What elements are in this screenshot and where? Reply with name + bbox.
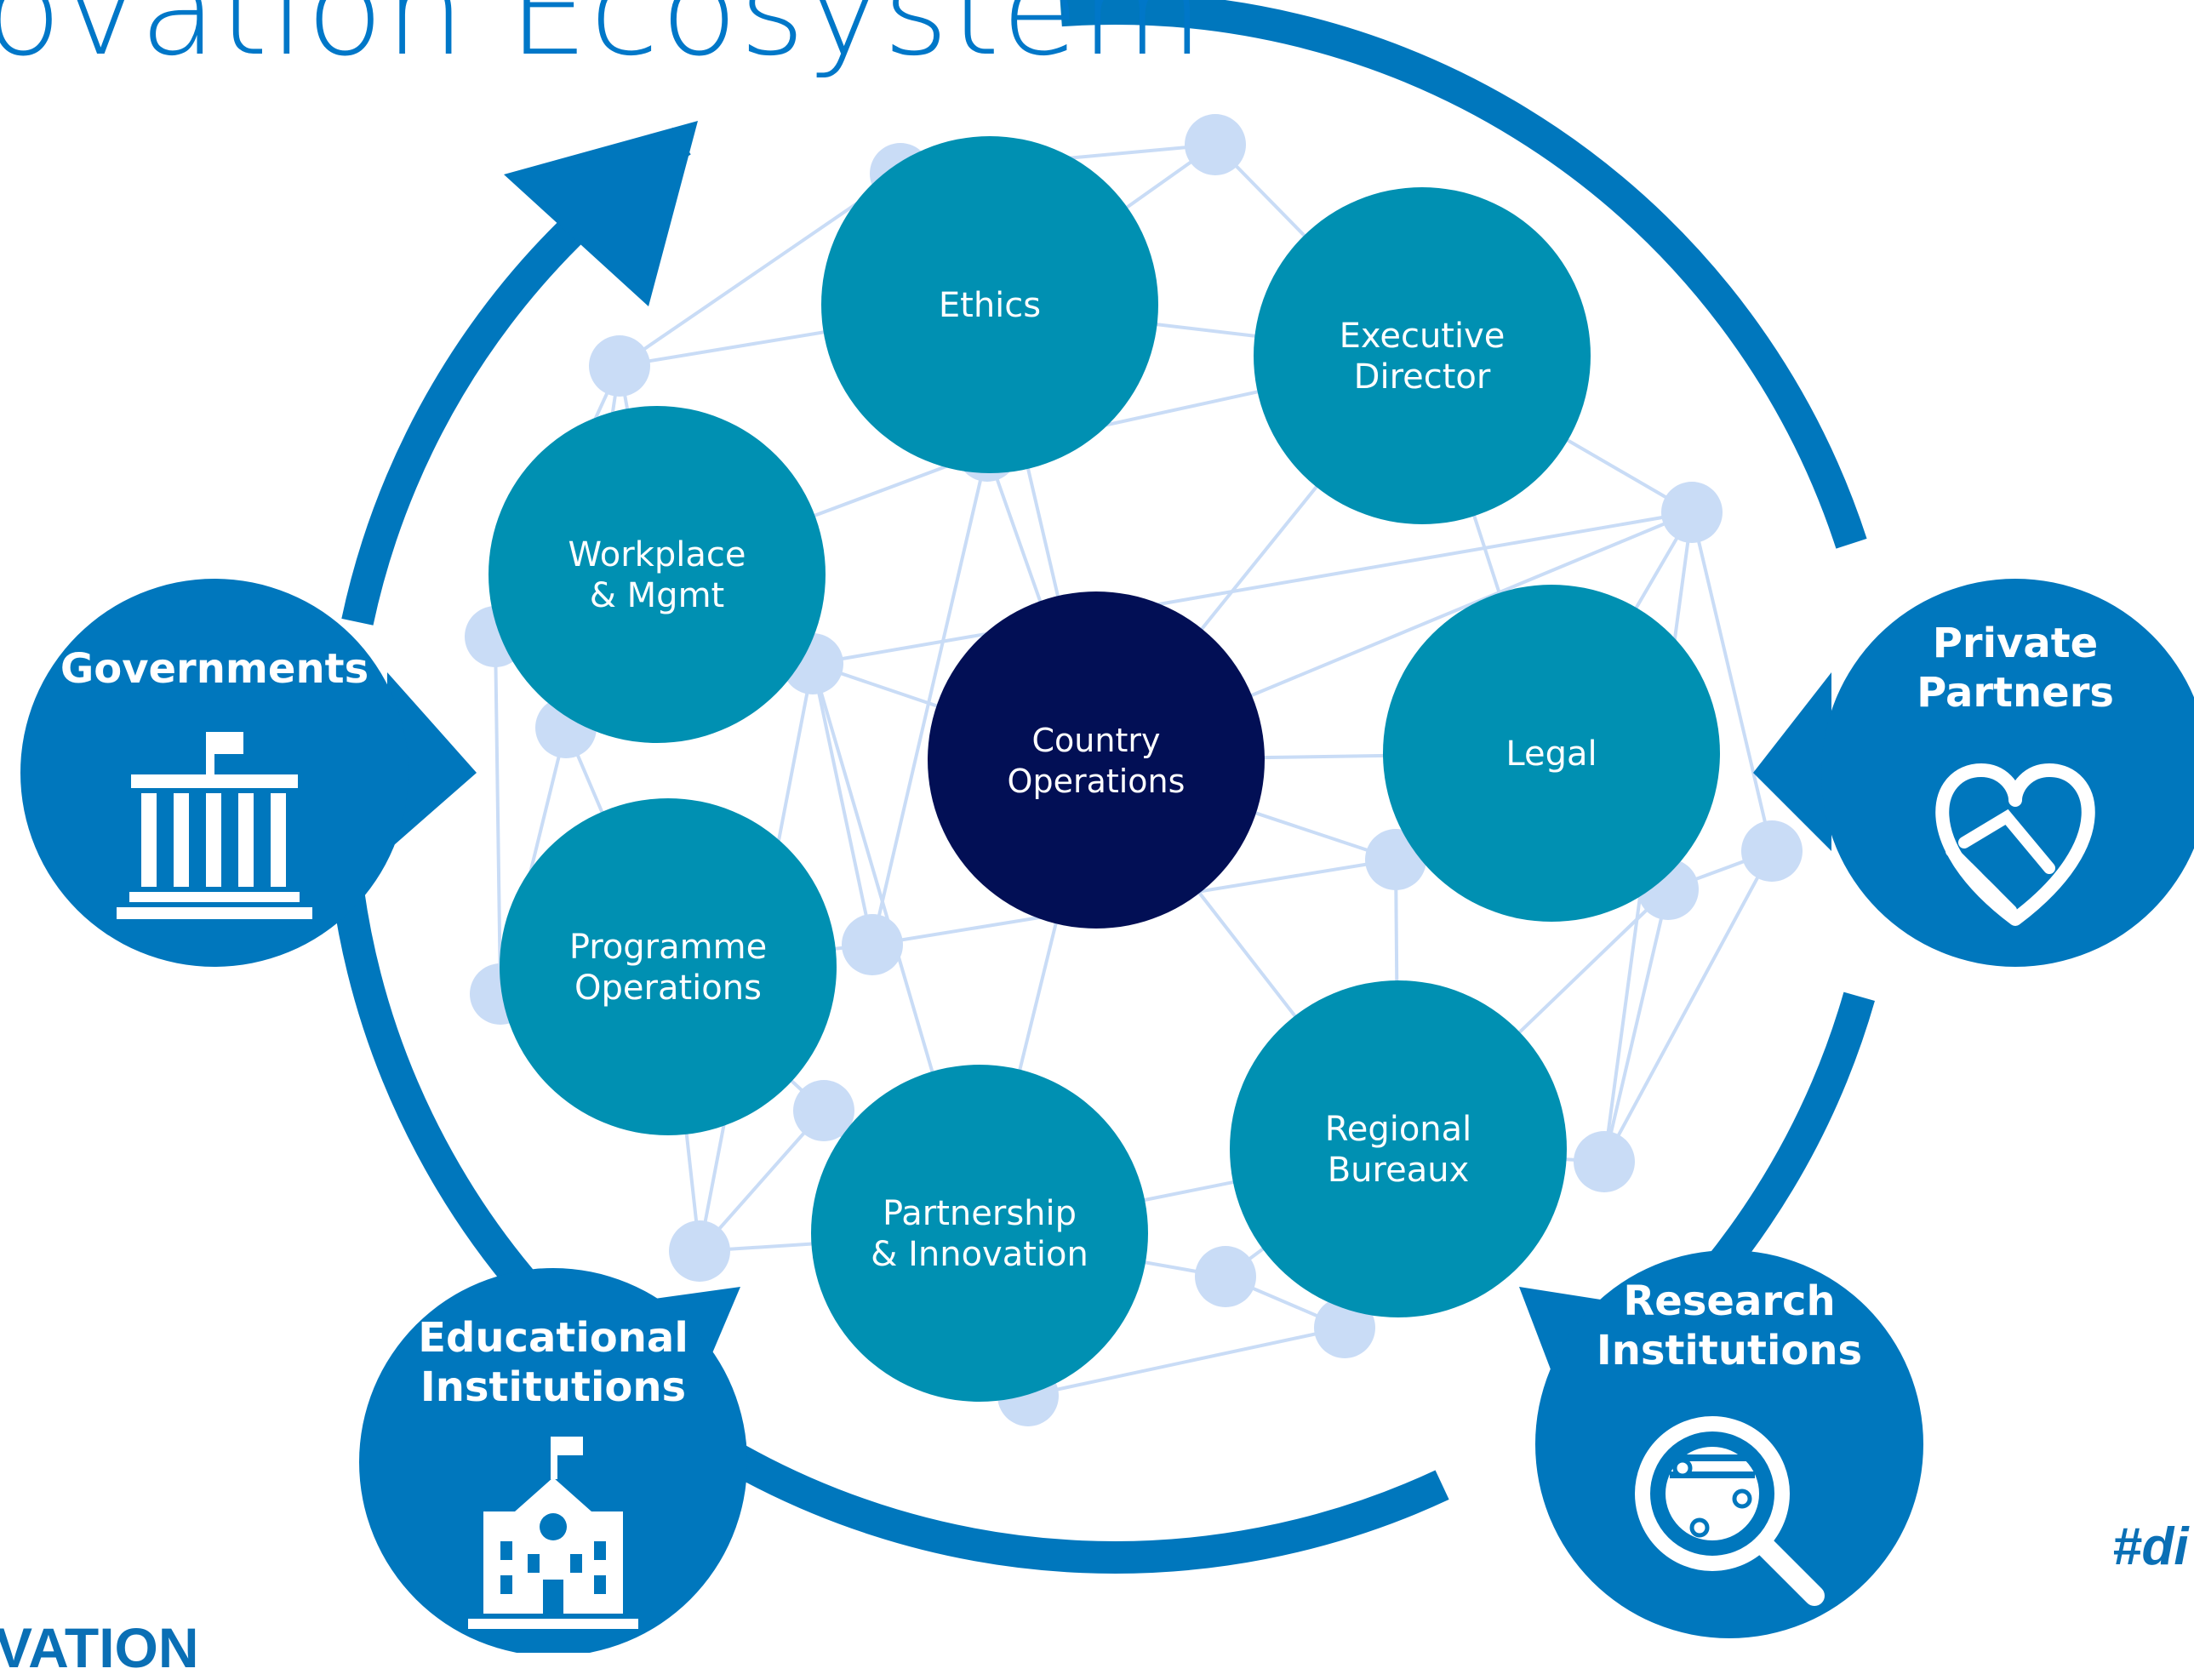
network-node xyxy=(1195,1246,1256,1307)
network-node xyxy=(842,914,903,975)
unit-label: Ethics xyxy=(939,286,1041,325)
unit-label: & Innovation xyxy=(871,1235,1088,1274)
partner-label: Private xyxy=(1933,620,2098,667)
network-node xyxy=(793,1080,854,1141)
partner-circles: GovernmentsPrivatePartnersEducationalIns… xyxy=(20,579,2194,1656)
arrow-arc-top-right xyxy=(1060,0,1867,549)
unit-label: Country xyxy=(1032,722,1161,759)
arrowhead xyxy=(504,121,698,306)
footer-brand-text: VATION xyxy=(0,1616,199,1679)
partner-governments: Governments xyxy=(20,579,477,967)
unit-ethics: Ethics xyxy=(821,136,1158,473)
network-line xyxy=(1027,1326,1346,1397)
school-building-icon xyxy=(468,1437,638,1629)
partner-circle xyxy=(1535,1250,1923,1638)
research-magnifier-icon xyxy=(1635,1416,1825,1606)
unit-label: & Mgmt xyxy=(590,576,724,615)
unit-circle xyxy=(1383,585,1720,922)
unit-circle xyxy=(1254,187,1591,524)
unit-label: Bureaux xyxy=(1328,1151,1470,1190)
unit-label: Executive xyxy=(1340,317,1506,356)
speech-tail xyxy=(1753,672,1831,851)
unit-label: Operations xyxy=(574,969,762,1008)
unit-label: Legal xyxy=(1506,734,1597,774)
unit-partnership-innovation: Partnership& Innovation xyxy=(811,1065,1148,1402)
unit-circle xyxy=(489,406,826,743)
partner-label: Educational xyxy=(418,1314,688,1362)
network-node xyxy=(1661,482,1723,543)
network-line xyxy=(1603,850,1774,1163)
partner-label: Institutions xyxy=(1597,1327,1862,1374)
unit-workplace-mgmt: Workplace& Mgmt xyxy=(489,406,826,743)
network-node xyxy=(669,1220,730,1282)
network-node xyxy=(1574,1131,1635,1192)
speech-tail xyxy=(387,672,477,851)
network-line xyxy=(811,663,874,946)
partner-label: Research xyxy=(1623,1277,1835,1325)
unit-label: Operations xyxy=(1008,763,1186,800)
partner-label: Partners xyxy=(1917,669,2114,717)
unit-label: Regional xyxy=(1325,1110,1472,1149)
network-line xyxy=(1690,511,1774,852)
unit-circle xyxy=(821,136,1158,473)
unit-label: Workplace xyxy=(568,535,746,574)
government-building-icon xyxy=(117,732,312,919)
network-line xyxy=(812,511,1693,666)
hashtag-text: #di xyxy=(2112,1517,2189,1576)
network-line xyxy=(494,636,502,995)
network-line xyxy=(1603,889,1670,1163)
arrow-arc-bottom xyxy=(695,1426,1449,1574)
unit-circle xyxy=(1230,980,1567,1317)
unit-label: Director xyxy=(1354,357,1491,397)
page-title: ovation Ecosystem xyxy=(0,0,1205,83)
network-line xyxy=(871,450,989,946)
network-line xyxy=(698,1109,826,1253)
unit-label: Programme xyxy=(569,928,767,967)
partner-label: Governments xyxy=(60,645,369,693)
handshake-heart-icon xyxy=(1935,763,2095,926)
network-node xyxy=(1185,114,1246,175)
unit-legal: Legal xyxy=(1383,585,1720,922)
unit-circle xyxy=(928,591,1265,929)
partner-label: Institutions xyxy=(420,1363,686,1411)
unit-label: Partnership xyxy=(883,1194,1077,1233)
unit-circle xyxy=(811,1065,1148,1402)
network-node xyxy=(1741,820,1803,882)
network-node xyxy=(589,335,650,397)
unit-circle xyxy=(500,798,837,1135)
